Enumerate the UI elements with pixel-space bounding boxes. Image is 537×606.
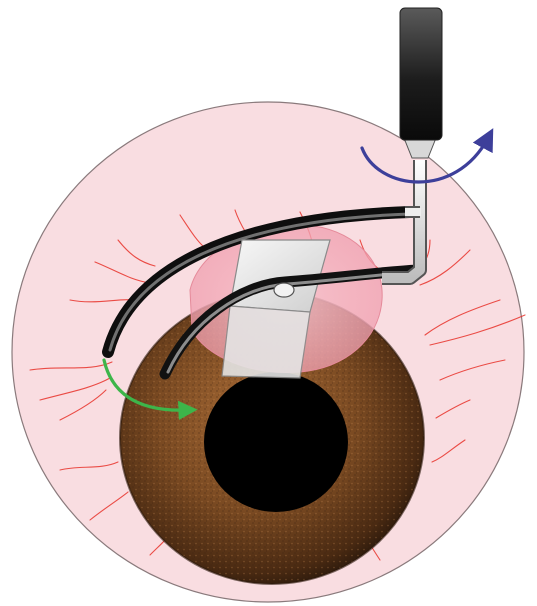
cannula-tip <box>274 283 294 297</box>
scleral-flap-lower <box>222 306 310 378</box>
pupil <box>204 372 348 512</box>
instrument-handle <box>400 8 442 140</box>
